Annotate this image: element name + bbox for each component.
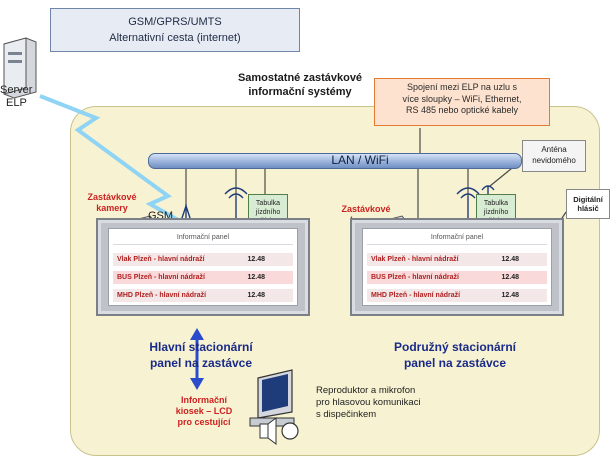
kiosk-label: Informační kiosek – LCD pro cestující	[166, 395, 242, 428]
lan-wifi-bus	[148, 153, 522, 169]
row-route: Vlak Plzeň - hlavní nádraží	[117, 256, 205, 263]
kiosk-line2: kiosek – LCD	[175, 406, 233, 416]
speaker-line3: s dispečinkem	[316, 409, 377, 420]
panel-screen: Informační panel Vlak Plzeň - hlavní nád…	[108, 228, 298, 306]
cameras-label-left: Zastávkové kamery	[82, 192, 142, 214]
panel-row: Vlak Plzeň - hlavní nádraží 12.48	[113, 253, 293, 266]
row-time: 12.48	[247, 256, 265, 263]
speaker-line1: Reproduktor a mikrofon	[316, 385, 416, 396]
standalone-title-line2: informační systémy	[248, 86, 352, 98]
lan-wifi-label: LAN / WiFi	[331, 153, 389, 167]
server-label-line1: Server	[0, 84, 33, 96]
kiosk-line3: pro cestující	[177, 417, 231, 427]
standalone-systems-title: Samostatné zastávkové informační systémy	[205, 71, 395, 99]
cameras-left-line2: kamery	[96, 203, 128, 213]
antena-line2: nevidomého	[532, 156, 576, 165]
row-time: 12.48	[501, 292, 519, 299]
speaker-mic-label: Reproduktor a mikrofon pro hlasovou komu…	[316, 385, 466, 421]
panel-header: Informační panel	[367, 232, 547, 245]
panel-row: BUS Plzeň - hlavní nádraží 12.48	[367, 271, 547, 284]
server-label-line2: ELP	[6, 97, 27, 109]
panel-row: MHD Plzeň - hlavní nádraží 12.48	[113, 289, 293, 302]
callout-line1: Spojení mezi ELP na uzlu s	[407, 82, 517, 92]
antena-line1: Anténa	[541, 145, 567, 154]
main-panel-line1: Hlavní stacionární	[149, 340, 253, 354]
row-time: 12.48	[501, 274, 519, 281]
callout-line3: RS 485 nebo optické kabely	[405, 105, 519, 115]
cameras-left-line1: Zastávkové	[87, 192, 137, 202]
secondary-panel-line2: panel na zastávce	[403, 356, 507, 370]
speaker-line2: pro hlasovou komunikaci	[316, 397, 421, 408]
panel-header: Informační panel	[113, 232, 293, 245]
row-route: MHD Plzeň - hlavní nádraží	[371, 292, 461, 299]
secondary-panel-title: Podružný stacionární panel na zastávce	[360, 339, 550, 371]
kiosk-arrow-head-down	[190, 378, 204, 390]
row-time: 12.48	[501, 256, 519, 263]
cameras-right-line1: Zastávkové	[341, 204, 391, 214]
kiosk-icon	[249, 369, 295, 427]
microphone-speaker-icon	[259, 417, 299, 445]
panel-screen: Informační panel Vlak Plzeň - hlavní nád…	[362, 228, 552, 306]
kiosk-arrow-head-up	[190, 328, 204, 340]
gsm-route-box: GSM/GPRS/UMTS Alternativní cesta (intern…	[50, 8, 300, 52]
secondary-panel-line1: Podružný stacionární	[393, 340, 517, 354]
digital-line1: Digitální	[573, 195, 603, 204]
timetable-left-line1: Tabulka	[255, 200, 281, 207]
timetable-right-line1: Tabulka	[483, 200, 509, 207]
row-route: BUS Plzeň - hlavní nádraží	[371, 274, 459, 281]
panel-row: Vlak Plzeň - hlavní nádraží 12.48	[367, 253, 547, 266]
standalone-title-line1: Samostatné zastávkové	[237, 72, 363, 84]
server-icon	[3, 37, 37, 99]
secondary-info-panel: Informační panel Vlak Plzeň - hlavní nád…	[350, 218, 564, 316]
row-time: 12.48	[247, 274, 265, 281]
lightning-bolt	[39, 94, 179, 222]
digital-line2: hlásič	[577, 204, 599, 213]
row-time: 12.48	[247, 292, 265, 299]
digital-announcer-box: Digitální hlásič	[566, 189, 610, 219]
row-route: Vlak Plzeň - hlavní nádraží	[371, 256, 459, 263]
gsm-route-title: GSM/GPRS/UMTS	[128, 16, 222, 28]
row-route: BUS Plzeň - hlavní nádraží	[117, 274, 205, 281]
gsm-route-subtitle: Alternativní cesta (internet)	[109, 32, 241, 44]
connection-callout: Spojení mezi ELP na uzlu s více sloupky …	[374, 78, 550, 126]
blind-antenna-box: Anténa nevidomého	[522, 140, 586, 172]
main-panel-line2: panel na zastávce	[149, 356, 253, 370]
main-panel-title: Hlavní stacionární panel na zastávce	[106, 339, 296, 371]
main-info-panel: Informační panel Vlak Plzeň - hlavní nád…	[96, 218, 310, 316]
kiosk-line1: Informační	[180, 395, 227, 405]
server-label: Server ELP	[0, 84, 42, 110]
panel-row: BUS Plzeň - hlavní nádraží 12.48	[113, 271, 293, 284]
row-route: MHD Plzeň - hlavní nádraží	[117, 292, 207, 299]
panel-row: MHD Plzeň - hlavní nádraží 12.48	[367, 289, 547, 302]
callout-line2: více sloupky – WiFi, Ethernet,	[402, 93, 522, 104]
